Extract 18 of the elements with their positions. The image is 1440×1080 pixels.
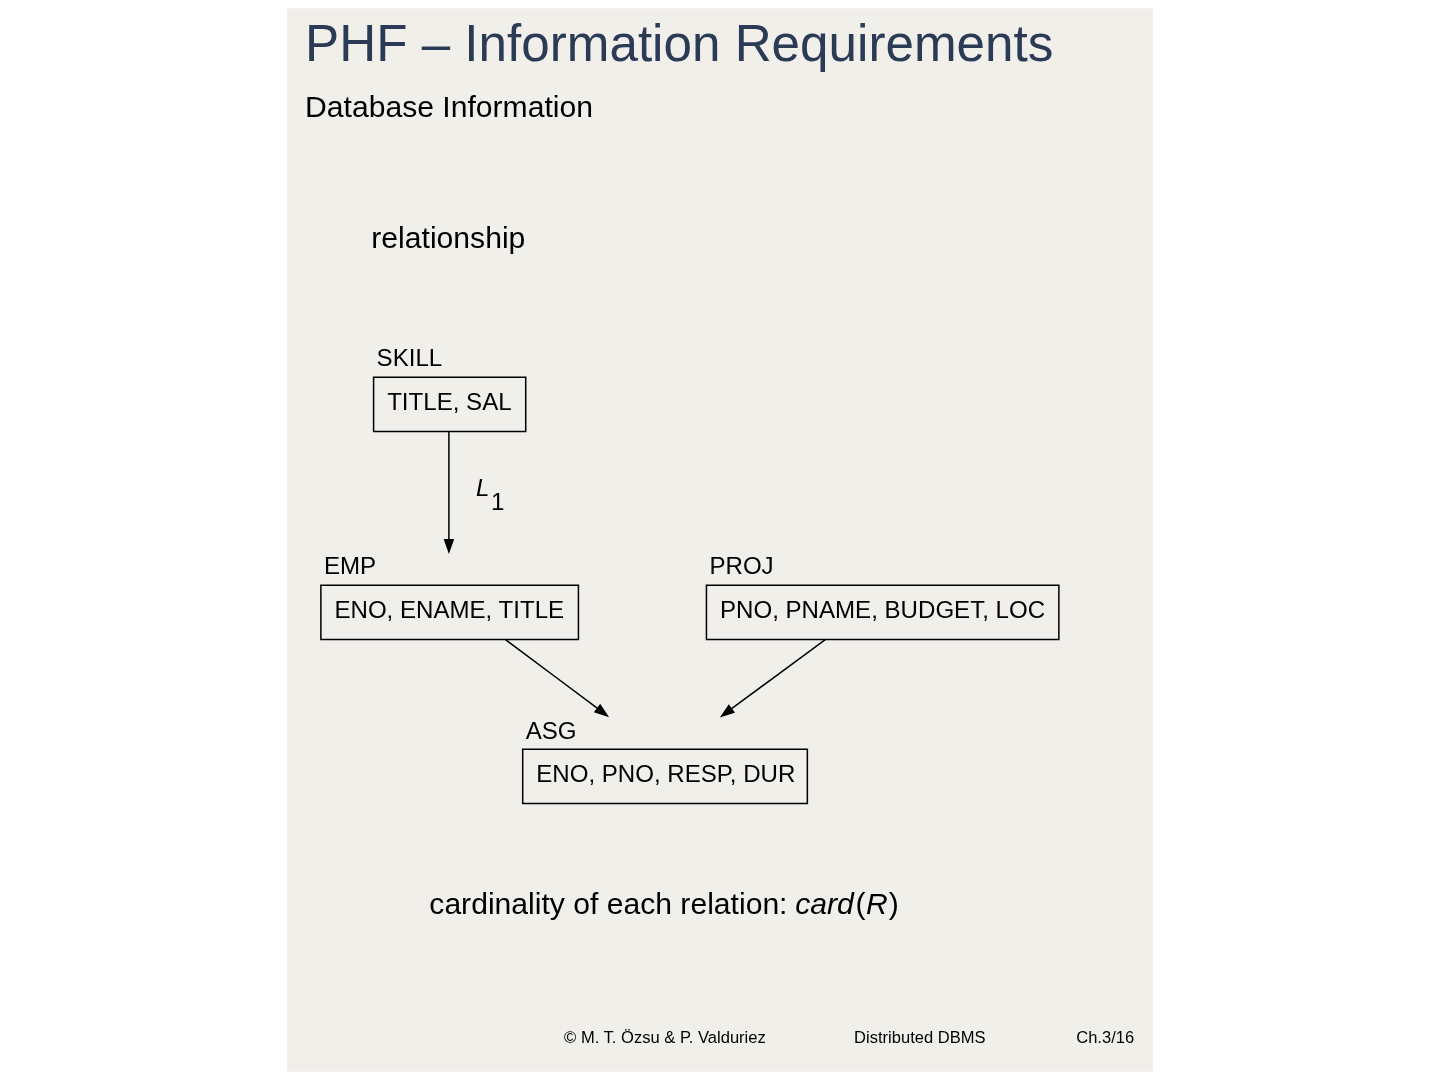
label: relationship	[371, 220, 526, 254]
diagram-title: PHF – Information Requirements	[305, 15, 1054, 73]
node-label: EMP	[323, 552, 377, 580]
node-box: TITLE, SAL	[372, 376, 527, 433]
label: Database Information	[305, 89, 593, 123]
node-box: ENO, ENAME, TITLE	[320, 584, 580, 641]
arrow	[443, 431, 455, 555]
node-box: ENO, PNO, RESP, DUR	[521, 748, 809, 805]
arrow	[719, 638, 827, 718]
node-label: PROJ	[709, 552, 774, 580]
node-label: ASG	[525, 716, 577, 744]
label: © M. T. Özsu & P. Valduriez	[564, 1027, 766, 1047]
label: cardinality of each relation: card(R)	[429, 886, 899, 920]
label: Distributed DBMS	[854, 1027, 986, 1047]
node-label: SKILL	[376, 344, 443, 372]
label: Ch.3/16	[1076, 1027, 1135, 1047]
arrow	[504, 638, 610, 718]
node-box: PNO, PNAME, BUDGET, LOC	[705, 584, 1060, 641]
